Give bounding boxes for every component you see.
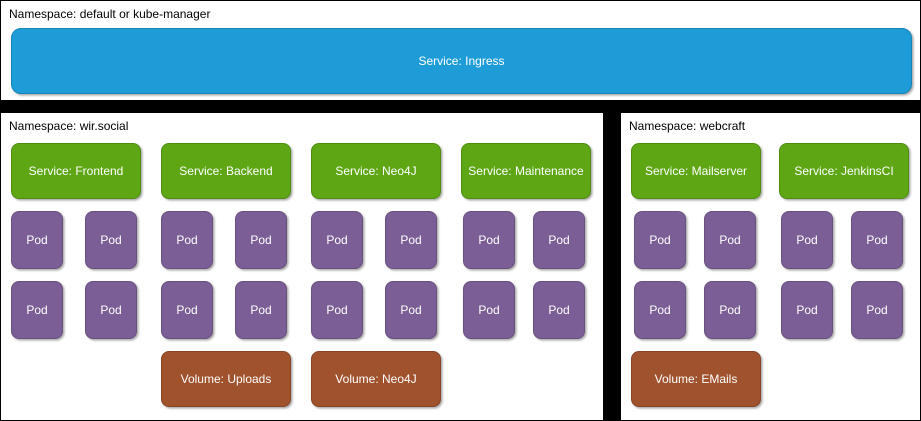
pod[interactable]: Pod xyxy=(781,211,833,269)
pod[interactable]: Pod xyxy=(781,281,833,339)
service-mailserver[interactable]: Service: Mailserver xyxy=(631,143,761,199)
pod[interactable]: Pod xyxy=(11,281,63,339)
pod[interactable]: Pod xyxy=(161,281,213,339)
pod[interactable]: Pod xyxy=(385,211,437,269)
volume-uploads[interactable]: Volume: Uploads xyxy=(161,351,291,407)
pod[interactable]: Pod xyxy=(235,211,287,269)
pod[interactable]: Pod xyxy=(634,211,686,269)
pod[interactable]: Pod xyxy=(851,211,903,269)
volume-neo4j[interactable]: Volume: Neo4J xyxy=(311,351,441,407)
pod[interactable]: Pod xyxy=(85,281,137,339)
namespace-label-wir-social: Namespace: wir.social xyxy=(9,119,129,133)
pod[interactable]: Pod xyxy=(851,281,903,339)
pod[interactable]: Pod xyxy=(311,211,363,269)
volume-emails[interactable]: Volume: EMails xyxy=(631,351,761,407)
namespace-container-wir-social: Namespace: wir.social Service: Frontend … xyxy=(0,112,604,421)
pod[interactable]: Pod xyxy=(704,281,756,339)
pod[interactable]: Pod xyxy=(235,281,287,339)
pod[interactable]: Pod xyxy=(704,211,756,269)
pod[interactable]: Pod xyxy=(463,211,515,269)
service-neo4j[interactable]: Service: Neo4J xyxy=(311,143,441,199)
service-jenkinsci[interactable]: Service: JenkinsCI xyxy=(779,143,909,199)
pod[interactable]: Pod xyxy=(634,281,686,339)
pod[interactable]: Pod xyxy=(463,281,515,339)
service-backend[interactable]: Service: Backend xyxy=(161,143,291,199)
namespace-container-webcraft: Namespace: webcraft Service: Mailserver … xyxy=(620,112,921,421)
service-frontend[interactable]: Service: Frontend xyxy=(11,143,141,199)
pod[interactable]: Pod xyxy=(533,211,585,269)
pod[interactable]: Pod xyxy=(85,211,137,269)
pod[interactable]: Pod xyxy=(385,281,437,339)
service-ingress[interactable]: Service: Ingress xyxy=(11,28,912,94)
namespace-label-webcraft: Namespace: webcraft xyxy=(629,119,746,133)
namespace-container-default: Namespace: default or kube-manager Servi… xyxy=(0,0,921,101)
namespace-label-default: Namespace: default or kube-manager xyxy=(9,7,211,21)
service-maintenance[interactable]: Service: Maintenance xyxy=(461,143,591,199)
pod[interactable]: Pod xyxy=(11,211,63,269)
pod[interactable]: Pod xyxy=(533,281,585,339)
pod[interactable]: Pod xyxy=(161,211,213,269)
pod[interactable]: Pod xyxy=(311,281,363,339)
